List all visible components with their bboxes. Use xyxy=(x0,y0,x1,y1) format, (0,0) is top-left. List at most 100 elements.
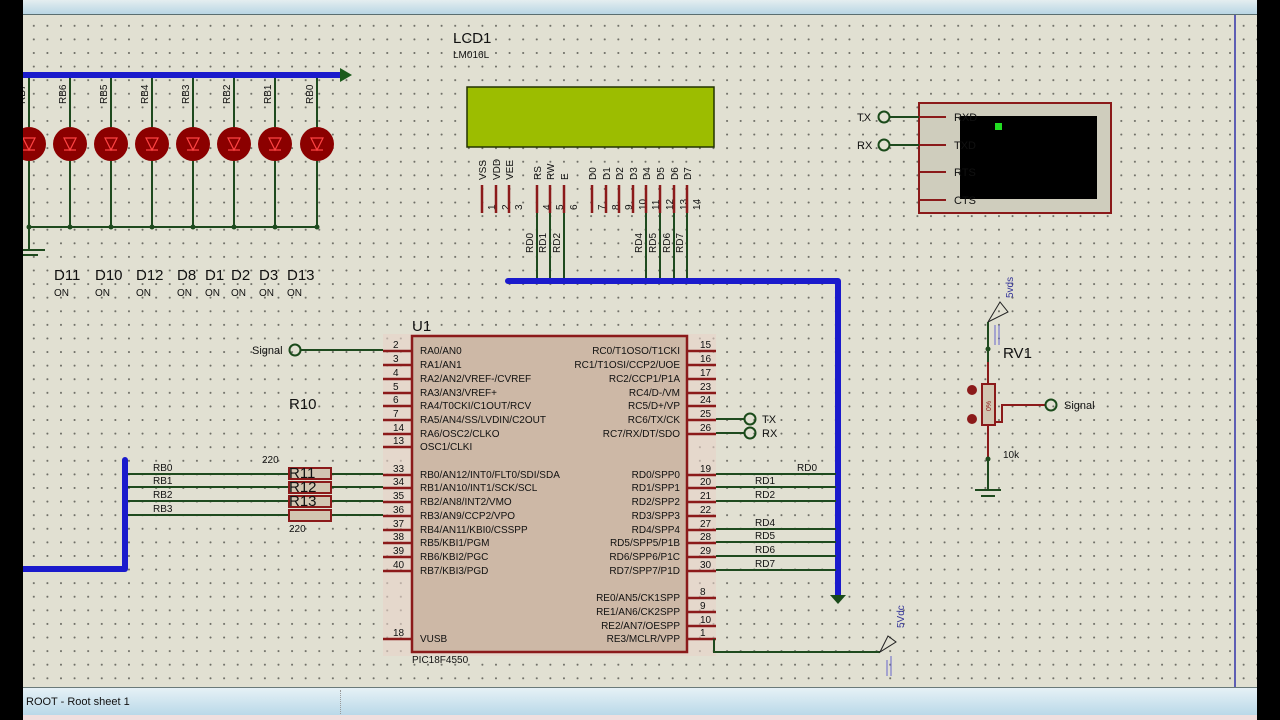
mcu-pin-number: 22 xyxy=(700,505,712,516)
mcu-pin-number: 18 xyxy=(393,628,405,639)
lcd-pin-name: D2 xyxy=(615,167,626,180)
mcu-pin-name: RD3/SPP3 xyxy=(632,511,681,522)
junction-dot xyxy=(314,224,320,230)
resistor-ref: R13 xyxy=(289,493,317,510)
mcu-pin-name: RC1/T1OSI/CCP2/UOE xyxy=(574,360,680,371)
mcu-pin-number: 34 xyxy=(393,477,405,488)
led-net-label: RB0 xyxy=(305,84,316,104)
mcu-pin-name: OSC1/CLKI xyxy=(420,442,472,453)
junction-dot xyxy=(231,224,237,230)
led-D3[interactable] xyxy=(258,127,292,161)
uart-terminal-label: TX xyxy=(762,414,777,426)
rd-net-label: RD4 xyxy=(755,518,775,529)
mcu-pin-number: 3 xyxy=(393,354,399,365)
lcd-pin-name: D0 xyxy=(588,167,599,180)
rd-net-label: RD0 xyxy=(797,463,817,474)
mcu-pin-number: 17 xyxy=(700,368,712,379)
pot-increment-button[interactable] xyxy=(967,414,977,424)
lcd-pin-number: 9 xyxy=(624,204,635,210)
led-state: ON xyxy=(205,288,220,299)
lcd-pin-number: 3 xyxy=(514,204,525,210)
pot-terminal-label: Signal xyxy=(1064,400,1095,412)
diode-icon xyxy=(145,137,159,152)
led-name: D8 xyxy=(177,267,196,284)
bus-arrow-icon xyxy=(830,595,846,604)
mcu-pin-name: RC5/D+/VP xyxy=(628,401,680,412)
mcu-pin-name: RC7/RX/DT/SDO xyxy=(603,429,680,440)
mcu-pin-name: RE2/AN7/OESPP xyxy=(601,621,680,632)
taskbar-strip xyxy=(23,715,1257,720)
mcu-pin-name: RB6/KBI2/PGC xyxy=(420,552,488,563)
lcd-pin-name: VEE xyxy=(505,160,516,180)
rd-bus xyxy=(505,278,841,599)
led-D1[interactable] xyxy=(176,127,210,161)
led-name: D10 xyxy=(95,267,123,284)
pic18f4550-chip[interactable] xyxy=(410,334,689,654)
resistor[interactable] xyxy=(288,495,332,508)
mcu-pin-number: 38 xyxy=(393,532,405,543)
mcu-pin-name: RA0/AN0 xyxy=(420,346,462,357)
mcu-pin-number: 7 xyxy=(393,409,399,420)
lcd-part: LM016L xyxy=(453,50,490,61)
mcu-pin-number: 24 xyxy=(700,395,712,406)
rb-net-label: RB2 xyxy=(153,490,173,501)
lcd-pin-number: 13 xyxy=(679,198,690,210)
led-D11[interactable] xyxy=(23,127,46,161)
mcu-pin-name: RB1/AN10/INT1/SCK/SCL xyxy=(420,483,538,494)
rb-bus xyxy=(23,457,128,572)
rd-net-label: RD6 xyxy=(755,545,775,556)
pot-value: 10k xyxy=(1003,450,1020,461)
pot-decrement-button[interactable] xyxy=(967,385,977,395)
mcu-pin-name: RD4/SPP4 xyxy=(632,525,681,536)
terminal-port-icon[interactable] xyxy=(877,110,891,124)
signal-terminal-icon[interactable] xyxy=(1044,398,1058,412)
mcu-pin-number: 2 xyxy=(393,340,399,351)
sheet-name: ROOT - Root sheet 1 xyxy=(26,696,130,708)
mcu-pin-number: 5 xyxy=(393,382,399,393)
led-D8[interactable] xyxy=(135,127,169,161)
resistor-ref: R12 xyxy=(289,479,317,496)
resistor[interactable] xyxy=(288,467,332,480)
resistor[interactable] xyxy=(288,481,332,494)
uart-terminal-icon[interactable] xyxy=(743,426,757,440)
led-net-label: RB7 xyxy=(23,84,28,104)
lcd-pin-number: 6 xyxy=(569,204,580,210)
led-D13[interactable] xyxy=(300,127,334,161)
uart-terminal-icon[interactable] xyxy=(743,412,757,426)
resistor[interactable] xyxy=(288,509,332,522)
mcu-pin-number: 29 xyxy=(700,546,712,557)
led-D12[interactable] xyxy=(94,127,128,161)
led-D10[interactable] xyxy=(53,127,87,161)
mcu-pin-number: 21 xyxy=(700,491,712,502)
pot-power-label: 5vds xyxy=(1005,277,1016,298)
mcu-pin-number: 33 xyxy=(393,464,405,475)
mcu-pin-name: RD2/SPP2 xyxy=(632,497,681,508)
mcu-pin-name: RB3/AN9/CCP2/VPO xyxy=(420,511,515,522)
mclr-power-label: 5Vdc xyxy=(896,605,907,628)
lcd-pin-name: D3 xyxy=(629,167,640,180)
lcd-net-label: RD6 xyxy=(662,233,673,253)
lcd-display[interactable] xyxy=(466,86,715,148)
led-name: D2 xyxy=(231,267,250,284)
led-D2[interactable] xyxy=(217,127,251,161)
mcu-pin-number: 4 xyxy=(393,368,399,379)
mcu-pin-number: 25 xyxy=(700,409,712,420)
diode-icon xyxy=(268,137,282,152)
mcu-pin-name: RD6/SPP6/P1C xyxy=(609,552,680,563)
mcu-part: PIC18F4550 xyxy=(412,655,469,666)
junction-dot xyxy=(108,224,114,230)
terminal-port-icon[interactable] xyxy=(877,138,891,152)
junction-dot xyxy=(190,224,196,230)
junction-dot xyxy=(149,224,155,230)
lcd-pin-name: RS xyxy=(533,166,544,180)
mcu-pin-name: VUSB xyxy=(420,634,448,645)
mcu-ref: U1 xyxy=(412,318,431,335)
led-name: D1 xyxy=(205,267,224,284)
signal-terminal-icon[interactable] xyxy=(288,343,302,357)
terminal-pin-label: RTS xyxy=(954,167,976,179)
rd-net-label: RD1 xyxy=(755,476,775,487)
terminal-name: RX xyxy=(857,140,873,152)
lcd-ref: LCD1 xyxy=(453,30,491,47)
